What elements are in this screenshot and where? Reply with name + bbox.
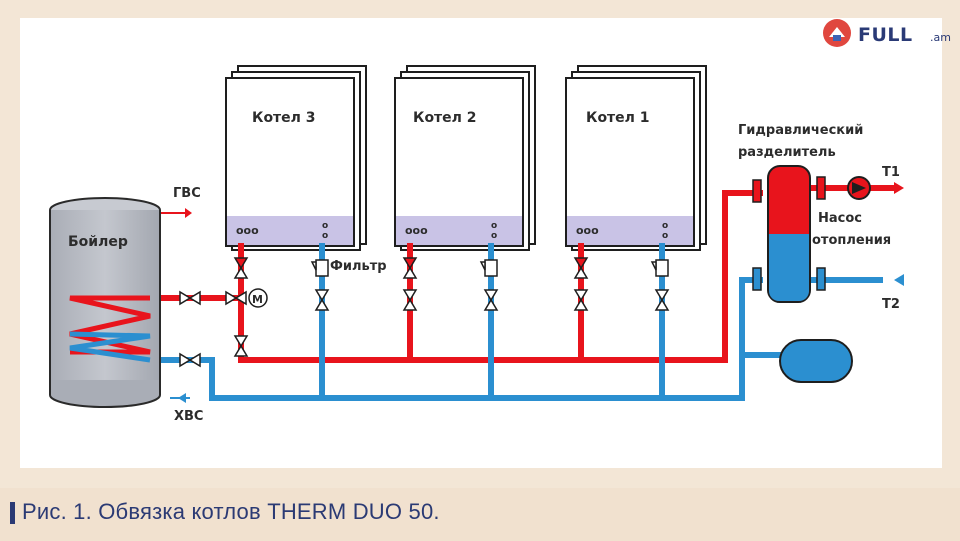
boiler-1-panel-dots: ooo [576,224,599,237]
valves [179,257,670,368]
boiler-2-label: Котел 2 [413,110,477,126]
tank-coil-hot [69,295,151,355]
svg-text:o: o [491,231,497,241]
hvs-arrow [178,393,186,403]
boiler-piping-diagram: Котел 3 ooo o o Котел 2 ooo o o Котел 1 … [20,18,942,468]
boiler-1-label: Котел 1 [586,110,650,126]
pump-label-line1: Насос [818,211,862,226]
circulation-pump [847,176,871,200]
t1-label: Т1 [882,165,900,180]
logo-text: FULL [858,24,913,46]
boiler-2: Котел 2 ooo o o [394,65,536,251]
caption-bar [0,488,960,541]
motor-symbol: M [252,293,263,306]
t2-label: Т2 [882,297,900,312]
svg-text:o: o [491,221,497,231]
hydraulic-separator [752,165,826,303]
separator-label-line2: разделитель [738,145,836,160]
logo-badge-icon [823,19,851,47]
svg-text:o: o [322,221,328,231]
boiler-3-label: Котел 3 [252,110,316,126]
boiler-1: Котел 1 ooo o o [565,65,707,251]
hvs-label: ХВС [174,409,203,424]
boiler-3-panel-dots: ooo [236,224,259,237]
motorized-valve: M [248,288,268,308]
tank-label: Бойлер [68,234,128,250]
expansion-tank [779,339,853,383]
pump-label-line2: отопления [812,233,891,248]
svg-text:o: o [662,231,668,241]
gvs-label: ГВС [173,186,201,201]
caption-marker [10,502,15,524]
t1-arrow [894,182,904,194]
gvs-arrow [185,208,192,218]
logo-suffix: .am [930,31,951,44]
svg-text:o: o [322,231,328,241]
tank-coil-cold [69,331,151,363]
svg-text:o: o [662,221,668,231]
t2-arrow [894,274,904,286]
separator-label-line1: Гидравлический [738,123,863,138]
filter-label: Фильтр [330,259,387,274]
boiler-2-panel-dots: ooo [405,224,428,237]
hot-water-tank: Бойлер [49,197,161,408]
boiler-3-panel [227,216,353,245]
boiler-3: Котел 3 ooo o o [225,65,367,251]
figure-caption: Рис. 1. Обвязка котлов THERM DUO 50. [22,499,440,524]
boiler-2-panel [396,216,522,245]
boiler-1-panel [567,216,693,245]
site-logo[interactable]: FULL .am [822,14,958,52]
